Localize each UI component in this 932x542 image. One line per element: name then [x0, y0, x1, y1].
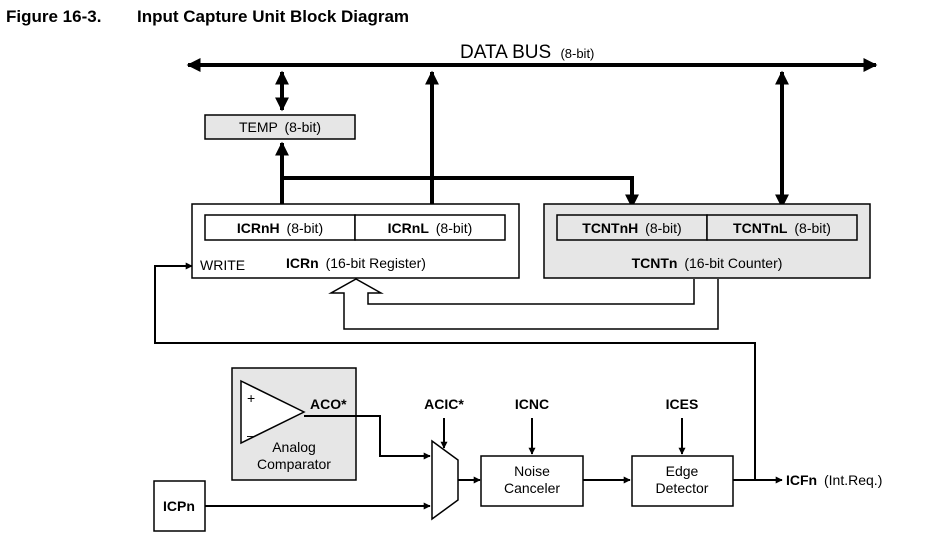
- temp-label: TEMP (8-bit): [239, 119, 321, 135]
- acic-label: ACIC*: [424, 396, 464, 412]
- tcntl-label: TCNTnL (8-bit): [733, 220, 831, 236]
- icf-label: ICFn (Int.Req.): [786, 472, 882, 488]
- data-bus-label: DATA BUS (8-bit): [460, 42, 594, 63]
- edge-detector-label-line1: Edge: [666, 463, 699, 479]
- icrl-label: ICRnL (8-bit): [388, 220, 473, 236]
- icnc-label: ICNC: [515, 396, 549, 412]
- temp-register: [204, 114, 356, 140]
- comparator-triangle-icon: [240, 379, 306, 445]
- temp-tcnth-connector: [282, 176, 639, 209]
- noise-canceler-block: [480, 455, 584, 507]
- noise-canceler-label-line2: Canceler: [504, 480, 560, 496]
- tcnth-label: TCNTnH (8-bit): [582, 220, 681, 236]
- figure-title: Input Capture Unit Block Diagram: [137, 7, 409, 26]
- edge-detector-label-line2: Detector: [656, 480, 709, 496]
- icr-reg-label: ICRn (16-bit Register): [286, 255, 426, 271]
- edge-detector-block: [631, 455, 734, 507]
- write-label: WRITE: [200, 257, 245, 273]
- icrh-register: [204, 214, 356, 241]
- aco-to-mux-line: [304, 415, 431, 460]
- noise-canceler-label-line1: Noise: [514, 463, 550, 479]
- write-feedback-line: [154, 262, 756, 480]
- ices-label: ICES: [666, 396, 699, 412]
- acic-multiplexer: [431, 439, 459, 521]
- icrl-register: [354, 214, 506, 241]
- aco-label: ACO*: [310, 396, 347, 412]
- icrh-label: ICRnH (8-bit): [237, 220, 323, 236]
- tcntl-register: [706, 214, 858, 241]
- comparator-label-line2: Comparator: [257, 456, 331, 472]
- comparator-label-line1: Analog: [272, 439, 316, 455]
- comparator-minus-label: –: [247, 427, 255, 443]
- icp-label: ICPn: [163, 498, 195, 514]
- icp-pin-box: [153, 480, 206, 532]
- comparator-plus-label: +: [247, 390, 255, 406]
- tcnt-reg-label: TCNTn (16-bit Counter): [632, 255, 783, 271]
- tcnt-to-icr-transfer-arrow: [328, 278, 719, 330]
- figure-number: Figure 16-3.: [6, 7, 101, 26]
